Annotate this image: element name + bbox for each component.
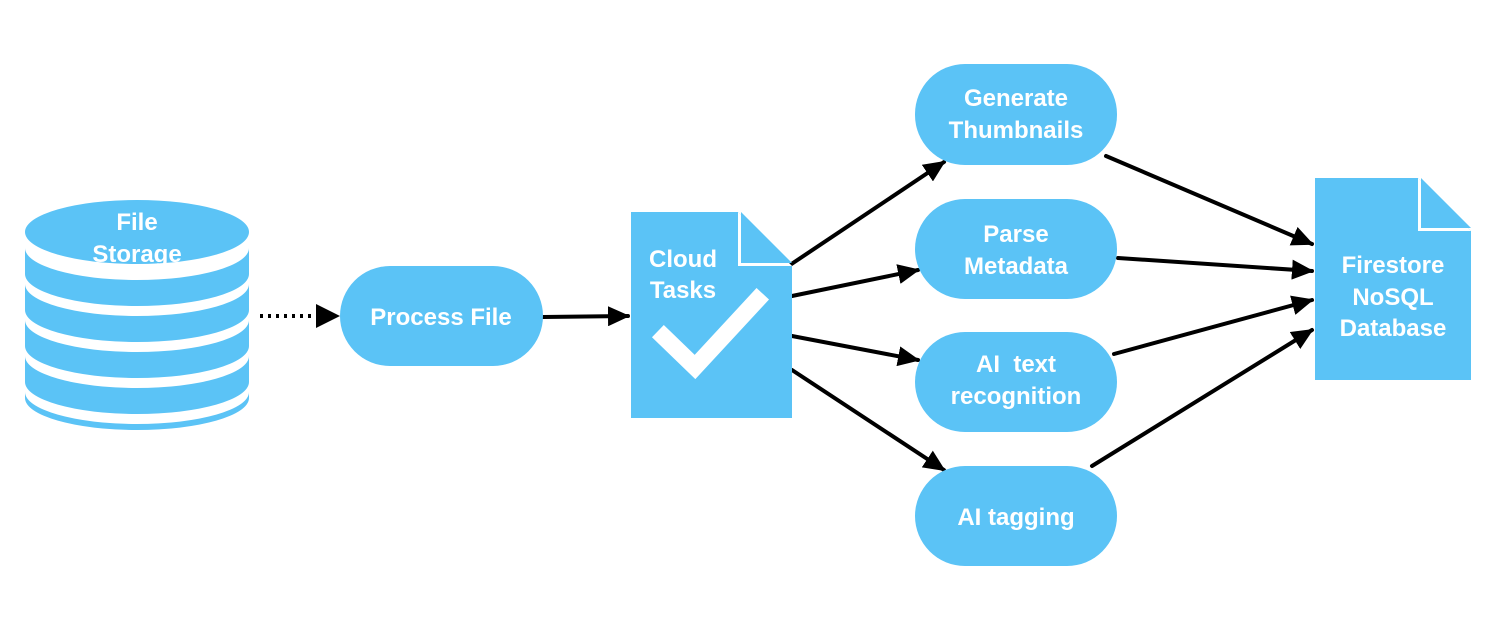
process-file-label: Process File xyxy=(370,304,511,331)
node-cloud-tasks: Cloud Tasks xyxy=(631,212,792,418)
edge-process-file-to-cloud-tasks xyxy=(541,306,630,327)
node-ai-tagging: AI tagging xyxy=(915,466,1117,566)
ai-tagging-label: AI tagging xyxy=(957,504,1074,531)
database-icon xyxy=(25,200,249,430)
edge-parse-metadata-to-firestore xyxy=(1116,256,1314,280)
edge-cloud-tasks-to-generate-thumbnails xyxy=(788,160,946,267)
edge-ai-tagging-to-firestore xyxy=(1090,328,1314,468)
firestore-label-line-2: NoSQL xyxy=(1352,284,1433,311)
checkmark-icon xyxy=(651,287,770,380)
ai-text-recognition-label-line-2: recognition xyxy=(951,383,1082,410)
file-storage-label-line-2: Storage xyxy=(92,241,181,268)
node-file-storage: File Storage xyxy=(25,200,249,430)
generate-thumbnails-label-line-2: Thumbnails xyxy=(949,117,1084,144)
edge-cloud-tasks-to-ai-text-recognition xyxy=(790,334,920,367)
firestore-label-line-1: Firestore xyxy=(1342,252,1445,279)
node-generate-thumbnails: Generate Thumbnails xyxy=(915,64,1117,165)
node-firestore: Firestore NoSQL Database xyxy=(1315,178,1471,380)
edge-cloud-tasks-to-ai-tagging xyxy=(790,368,946,472)
parse-metadata-label-line-2: Metadata xyxy=(964,253,1069,280)
edges xyxy=(260,154,1314,472)
cloud-tasks-label-line-1: Cloud xyxy=(649,246,717,273)
node-ai-text-recognition: AI text recognition xyxy=(915,332,1117,432)
generate-thumbnails-label-line-1: Generate xyxy=(964,85,1068,112)
node-parse-metadata: Parse Metadata xyxy=(915,199,1117,299)
firestore-label-line-3: Database xyxy=(1340,315,1447,342)
edge-ai-text-recognition-to-firestore xyxy=(1112,295,1314,356)
parse-metadata-label-line-1: Parse xyxy=(983,221,1048,248)
arrowhead-icon xyxy=(316,304,340,328)
edge-cloud-tasks-to-parse-metadata xyxy=(790,264,920,298)
edge-generate-thumbnails-to-firestore xyxy=(1104,154,1314,246)
file-storage-label-line-1: File xyxy=(116,209,157,236)
node-process-file: Process File xyxy=(340,266,543,366)
cloud-tasks-label-line-2: Tasks xyxy=(650,277,716,304)
ai-text-recognition-label-line-1: AI text xyxy=(976,351,1056,378)
